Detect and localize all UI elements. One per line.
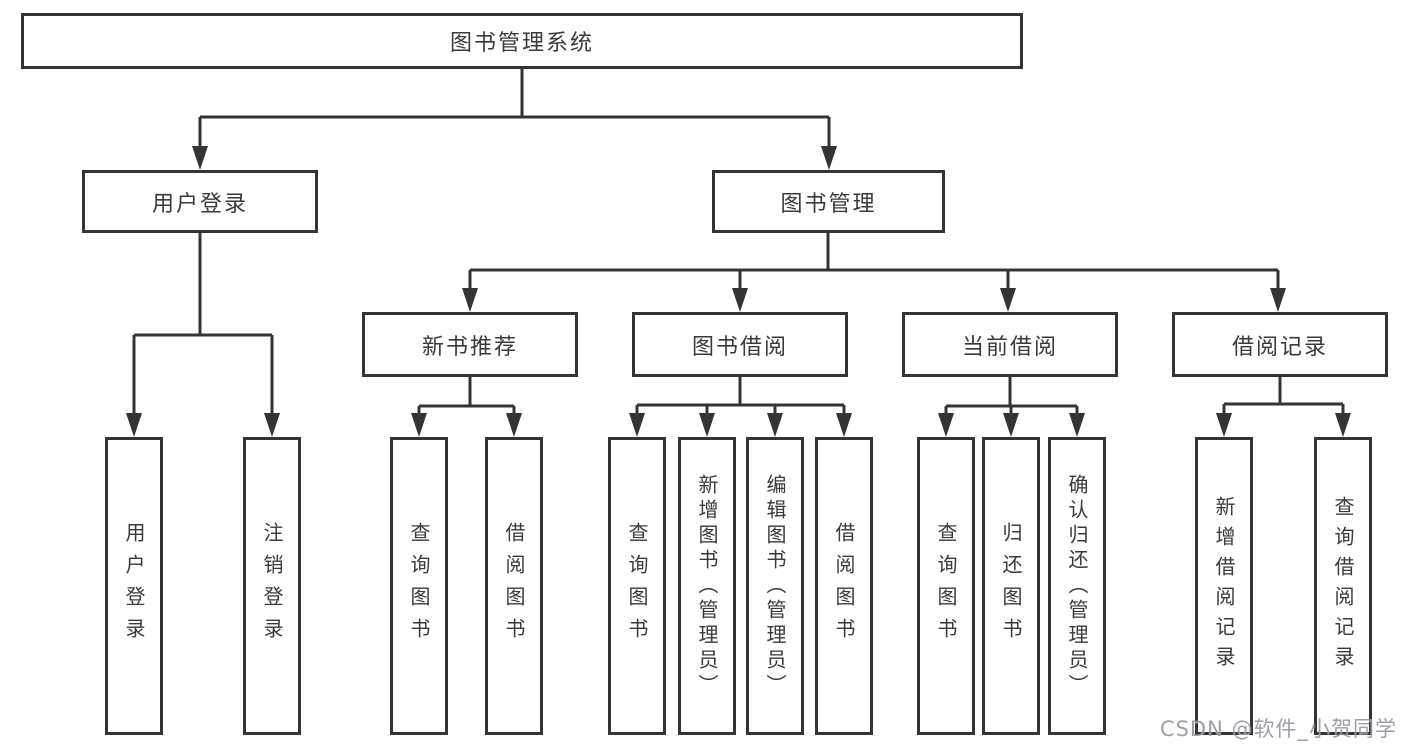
- node-user-login-label: 用户登录: [151, 191, 248, 217]
- leaf-borrow-books-1-label: 借阅图书: [502, 522, 526, 650]
- node-book-mgmt: 图书管理: [712, 170, 945, 233]
- leaf-add-borrow-record: 新增借阅记录: [1195, 437, 1253, 735]
- leaf-query-books-3: 查询图书: [917, 437, 975, 735]
- leaf-query-books-1: 查询图书: [390, 437, 448, 735]
- leaf-query-borrow-record-label: 查询借阅记录: [1331, 496, 1355, 676]
- node-current-borrow-label: 当前借阅: [961, 334, 1058, 360]
- leaf-add-borrow-record-label: 新增借阅记录: [1212, 496, 1236, 676]
- leaf-borrow-books-1: 借阅图书: [485, 437, 543, 735]
- leaf-return-books: 归还图书: [982, 437, 1040, 735]
- leaf-edit-book-admin-label: 编辑图书（管理员）: [763, 473, 787, 699]
- leaf-add-book-admin-label: 新增图书（管理员）: [695, 473, 719, 699]
- node-new-book-recommend-label: 新书推荐: [421, 334, 518, 360]
- leaf-return-books-label: 归还图书: [999, 522, 1023, 650]
- leaf-confirm-return-admin-label: 确认归还（管理员）: [1065, 473, 1089, 699]
- node-borrow-record: 借阅记录: [1172, 312, 1388, 377]
- leaf-add-book-admin: 新增图书（管理员）: [678, 437, 736, 735]
- leaf-user-login-label: 用户登录: [122, 522, 146, 650]
- csdn-watermark: CSDN @软件_小贺同学: [1159, 717, 1397, 741]
- leaf-query-books-3-label: 查询图书: [934, 522, 958, 650]
- leaf-query-books-1-label: 查询图书: [407, 522, 431, 650]
- node-book-mgmt-label: 图书管理: [780, 191, 877, 217]
- node-book-borrow-label: 图书借阅: [691, 334, 788, 360]
- node-borrow-record-label: 借阅记录: [1231, 334, 1328, 360]
- node-new-book-recommend: 新书推荐: [362, 312, 578, 377]
- leaf-user-login: 用户登录: [105, 437, 163, 735]
- leaf-confirm-return-admin: 确认归还（管理员）: [1048, 437, 1106, 735]
- node-root: 图书管理系统: [21, 13, 1023, 69]
- leaf-borrow-books-2: 借阅图书: [815, 437, 873, 735]
- node-root-label: 图书管理系统: [449, 31, 594, 56]
- node-current-borrow: 当前借阅: [902, 312, 1118, 377]
- leaf-query-borrow-record: 查询借阅记录: [1314, 437, 1372, 735]
- leaf-edit-book-admin: 编辑图书（管理员）: [746, 437, 804, 735]
- leaf-logout: 注销登录: [243, 437, 301, 735]
- leaf-query-books-2-label: 查询图书: [625, 522, 649, 650]
- leaf-borrow-books-2-label: 借阅图书: [832, 522, 856, 650]
- node-book-borrow: 图书借阅: [632, 312, 848, 377]
- leaf-query-books-2: 查询图书: [608, 437, 666, 735]
- node-user-login: 用户登录: [82, 170, 318, 233]
- leaf-logout-label: 注销登录: [260, 522, 284, 650]
